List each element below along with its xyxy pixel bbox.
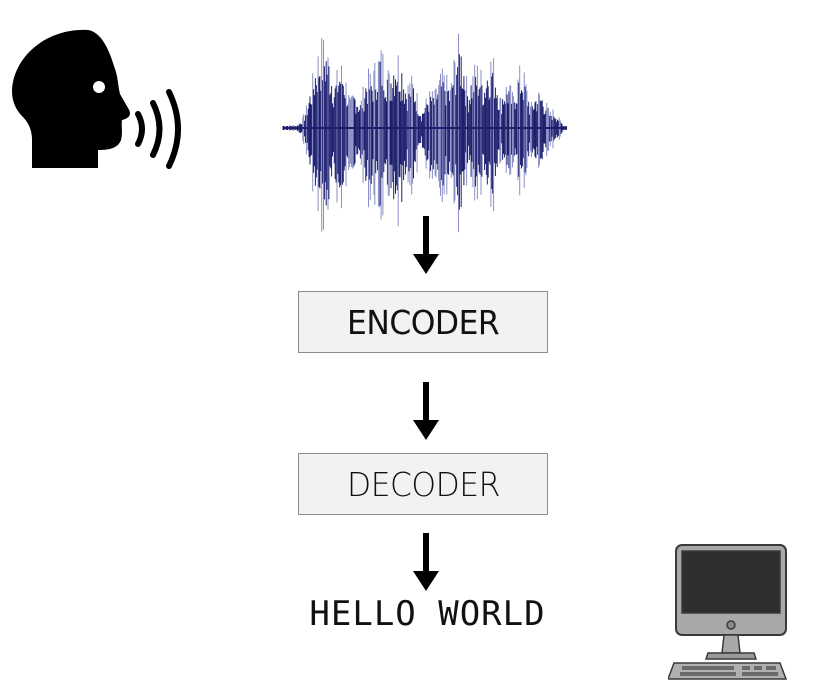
desktop-computer-icon	[668, 544, 788, 680]
encoder-label: ENCODER	[346, 302, 500, 342]
decoder-box: DECODER	[298, 453, 548, 515]
down-arrow-icon	[413, 216, 439, 274]
output-text: HELLO WORLD	[309, 594, 546, 634]
encoder-box: ENCODER	[298, 291, 548, 353]
decoder-label: DECODER	[346, 464, 500, 504]
down-arrow-icon	[413, 382, 439, 440]
audio-waveform-icon	[282, 33, 567, 233]
speaking-head-icon	[12, 29, 181, 169]
down-arrow-icon	[413, 533, 439, 591]
